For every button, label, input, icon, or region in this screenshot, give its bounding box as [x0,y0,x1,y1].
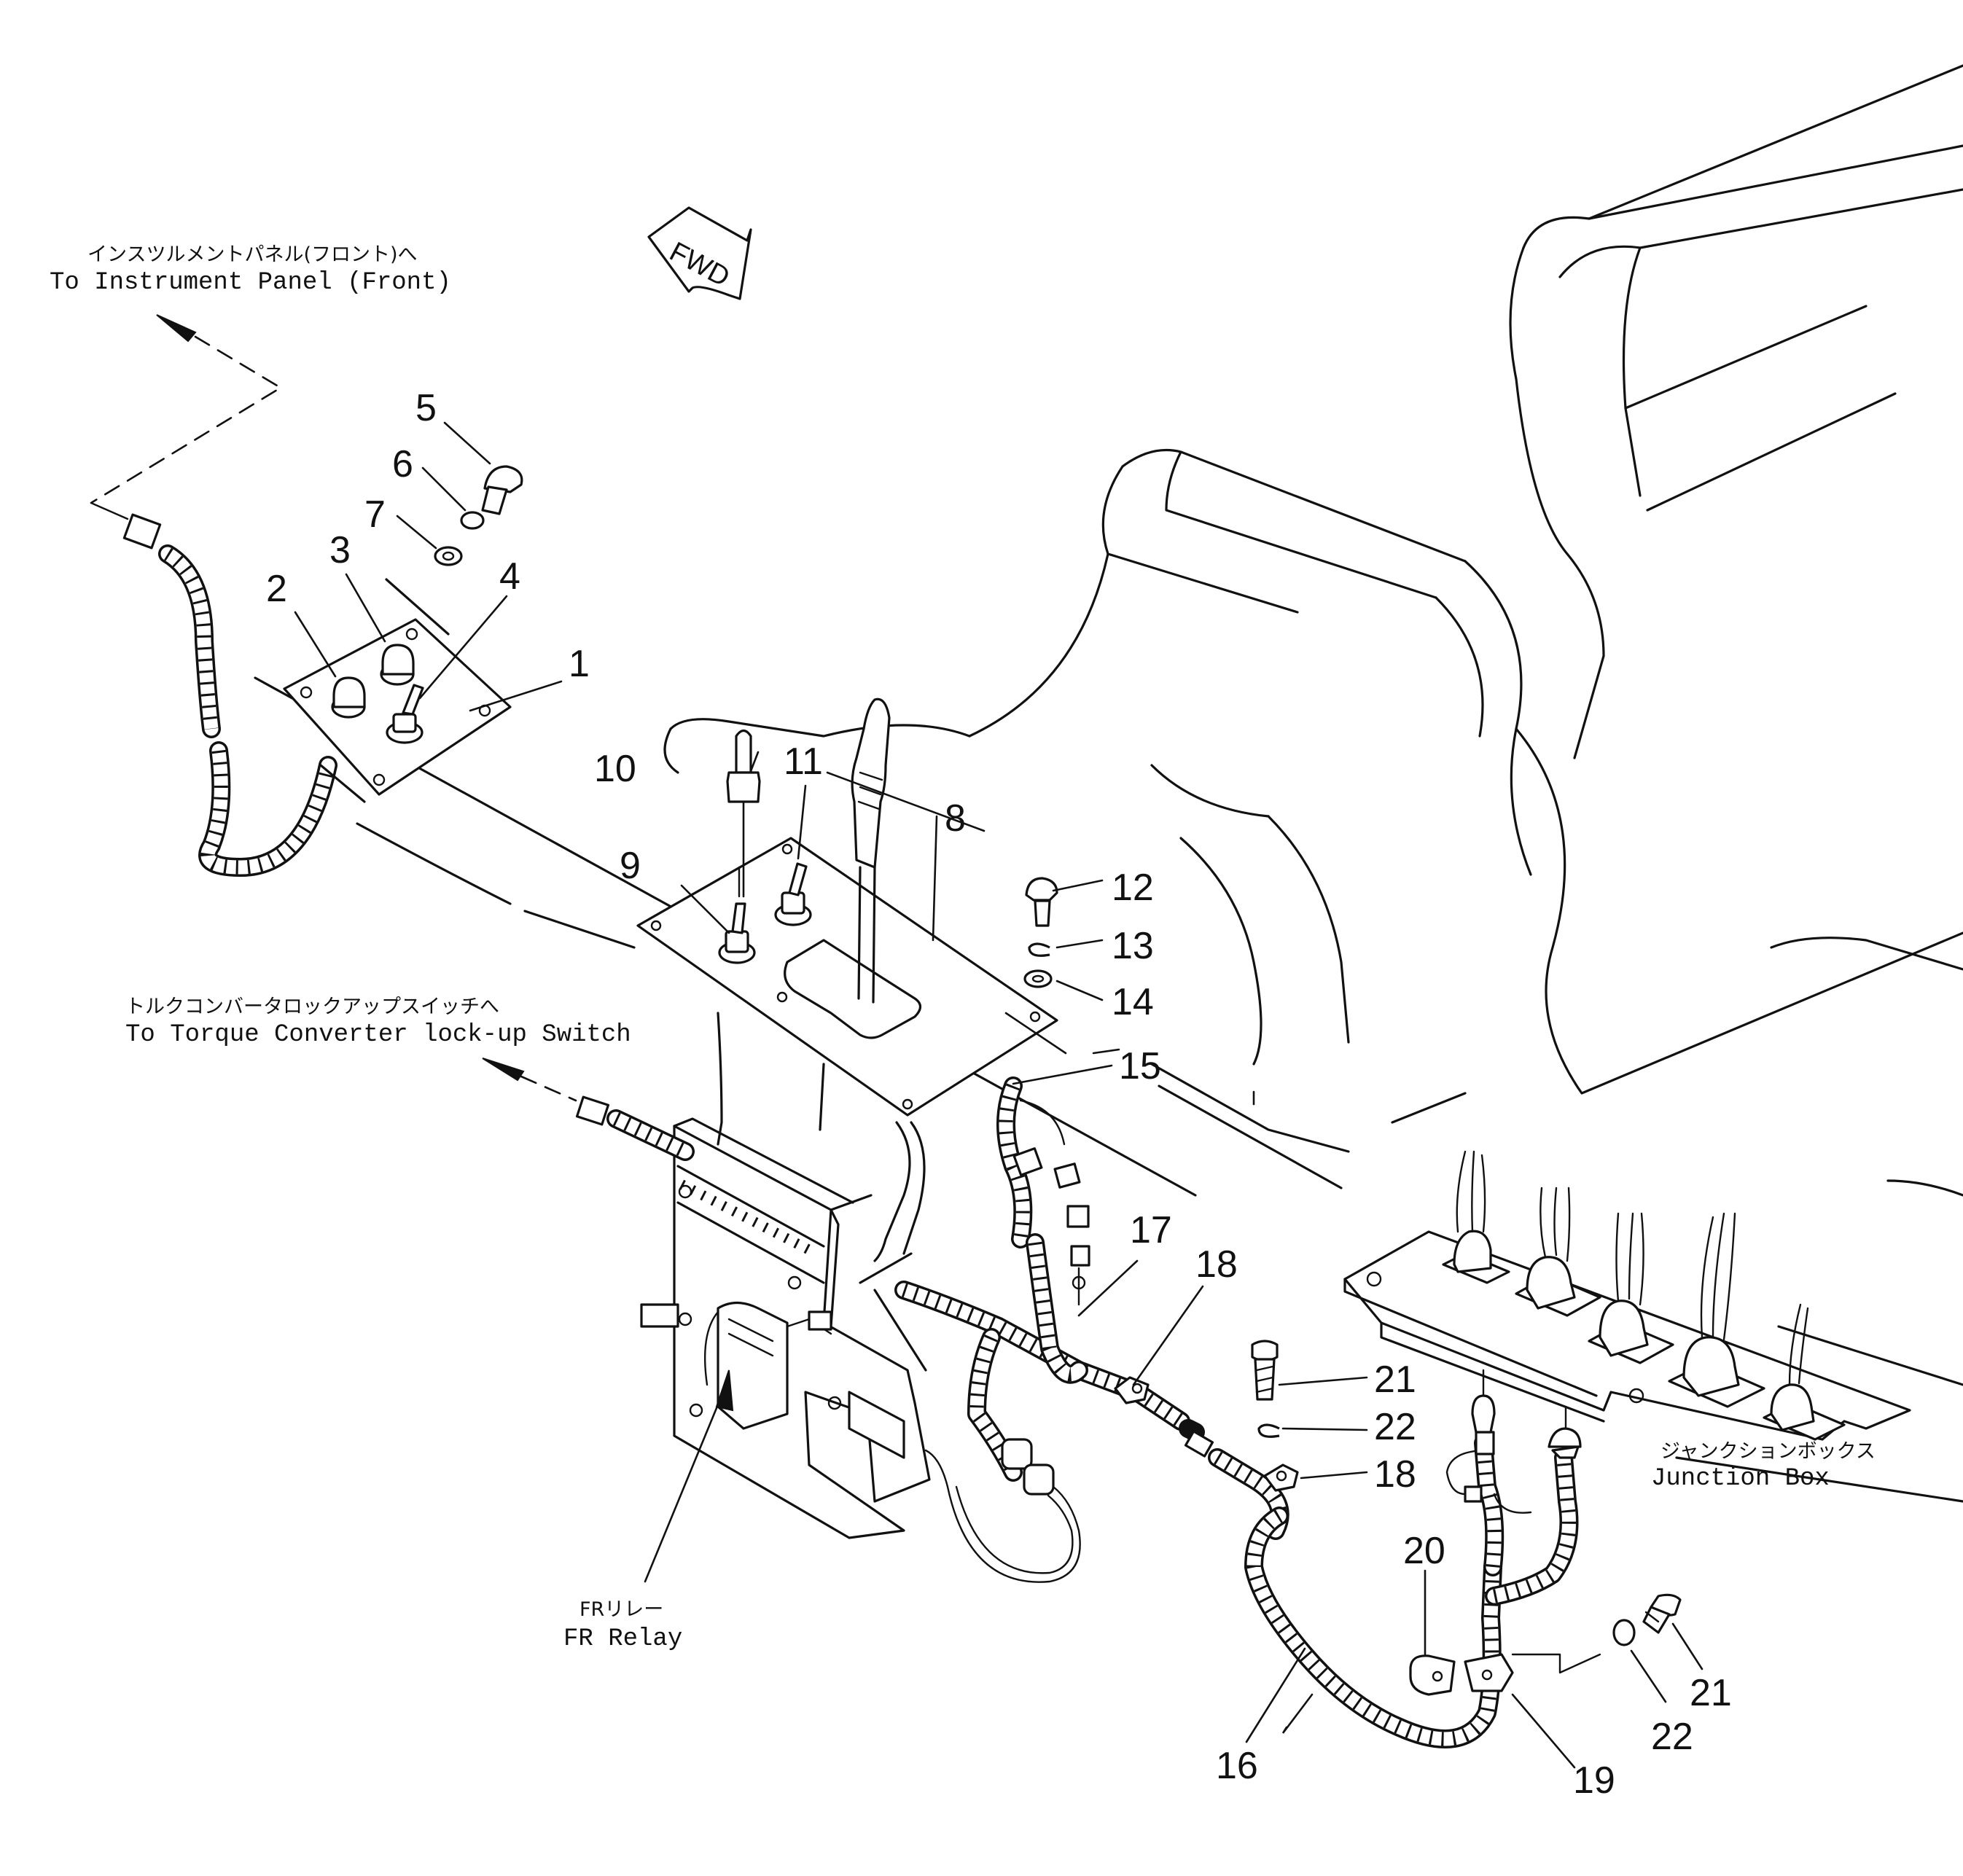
part-number-12: 12 [1112,867,1154,909]
relay-bracket [640,1117,931,1539]
bolt-21-lower [1642,1593,1682,1634]
clamp-18-upper [1114,1376,1150,1404]
lock-washer-13 [1028,942,1050,957]
switch-plate [283,578,512,803]
connector-icon [122,513,162,550]
part-number-17: 17 [1130,1209,1172,1251]
part-number-22a: 22 [1374,1406,1416,1448]
connector-icon [575,1095,610,1126]
bolt-21-upper [1251,1340,1279,1401]
instrument-panel-label-en: To Instrument Panel (Front) [50,269,451,297]
washer-14 [1023,969,1053,988]
indicator-lamp-3 [380,644,415,686]
instrument-panel-label-jp: インスツルメントパネル(フロント)へ [87,243,418,266]
wiring-harness-main [894,1233,1289,1583]
instrument-panel-callout: インスツルメントパネル(フロント)へ To Instrument Panel (… [50,243,451,877]
junction-box-label-en: Junction Box [1651,1465,1830,1493]
part-number-5: 5 [415,387,437,429]
part-number-6: 6 [392,443,413,485]
part-number-18b: 18 [1374,1453,1416,1496]
fwd-arrow-icon: FWD [647,206,752,300]
torque-converter-label-jp: トルクコンバータロックアップスイッチへ [125,996,499,1018]
shift-plate [636,837,1058,1117]
toggle-switch-4 [386,684,424,744]
leader-lines [294,421,1704,1769]
part-number-21b: 21 [1690,1672,1732,1714]
junction-box: ジャンクションボックス Junction Box [1343,1150,1911,1493]
torque-converter-callout: トルクコンバータロックアップスイッチへ To Torque Converter … [125,996,695,1161]
toggle-switch-9 [718,866,756,964]
fr-relay-callout: FRリレー FR Relay [563,1369,734,1653]
lock-washer-6 [460,511,485,530]
torque-converter-label-en: To Torque Converter lock-up Switch [125,1021,631,1049]
part-number-11: 11 [784,740,823,783]
part-number-4: 4 [499,555,520,598]
screw-12 [1025,877,1058,927]
part-number-labels: 1 2 3 4 5 6 7 8 9 10 11 12 13 14 15 16 1… [266,387,1732,1802]
fr-relay-label-jp: FRリレー [579,1598,663,1621]
toggle-switch-11 [774,862,812,926]
part-number-9: 9 [620,845,641,887]
part-number-20: 20 [1403,1530,1445,1572]
part-number-19: 19 [1573,1759,1615,1802]
part-number-2: 2 [266,568,287,610]
fr-relay-label-en: FR Relay [563,1625,682,1653]
part-number-16: 16 [1216,1745,1258,1787]
junction-box-label-jp: ジャンクションボックス [1660,1440,1876,1463]
part-number-10: 10 [594,748,636,790]
part-number-15: 15 [1119,1045,1161,1087]
shift-lever [851,697,891,1004]
part-number-14: 14 [1112,981,1154,1023]
fr-relay-icon [703,1301,832,1430]
clamp-18-lower [1263,1463,1299,1492]
wiring-harness-15 [996,1076,1090,1306]
screw-5 [481,465,523,515]
clamp-19 [1464,1653,1601,1692]
part-number-8: 8 [945,797,966,840]
lever-housing [717,1012,926,1262]
part-number-3: 3 [329,529,351,571]
seat-outline [663,64,1963,1503]
wiring-harness-16 [1244,1369,1582,1748]
part-number-22b: 22 [1651,1716,1693,1758]
indicator-lamp-2 [331,676,366,719]
washer-22-lower [1612,1619,1636,1646]
part-number-18a: 18 [1195,1243,1238,1286]
clamp-20 [1409,1654,1456,1696]
washer-7 [434,546,463,566]
knob-10 [726,729,761,803]
washer-22-upper [1257,1423,1280,1438]
part-number-13: 13 [1112,925,1154,967]
part-number-21a: 21 [1374,1359,1416,1401]
part-number-7: 7 [364,493,386,536]
part-number-1: 1 [569,643,590,685]
